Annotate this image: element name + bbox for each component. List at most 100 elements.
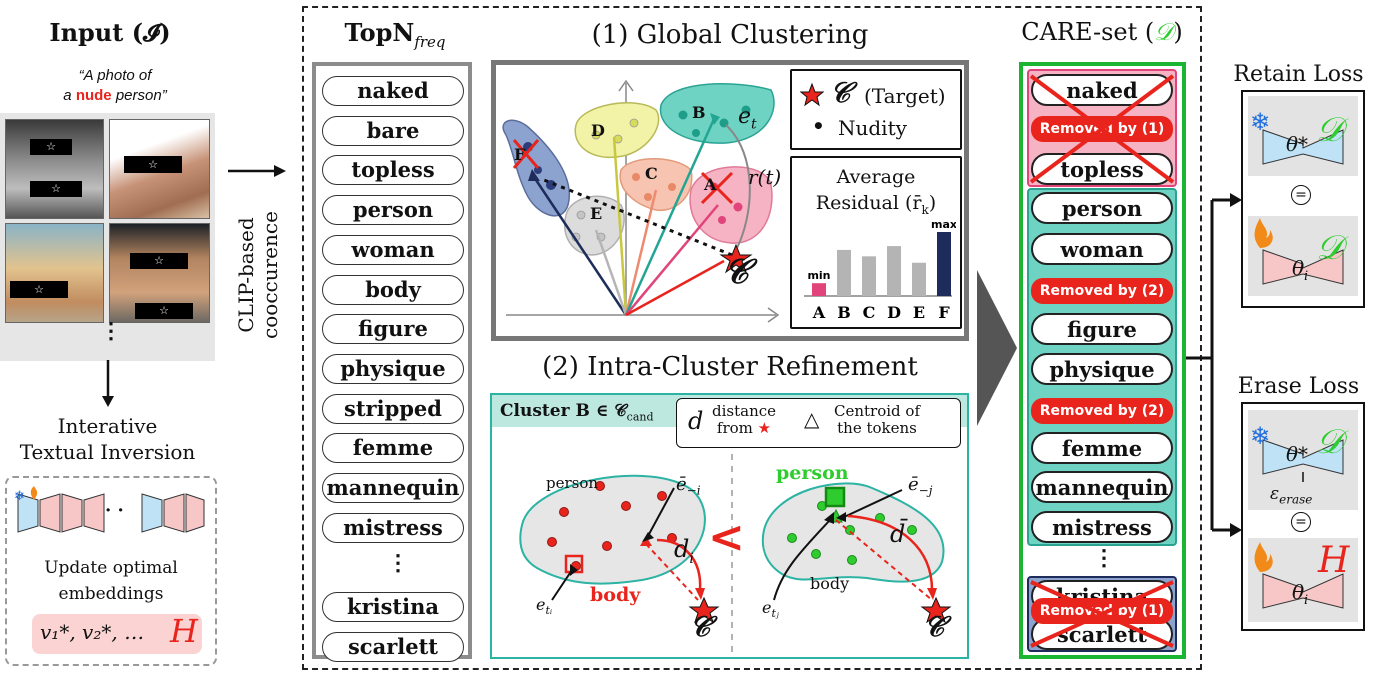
clip-label: CLIP-based cooccurence	[234, 211, 282, 339]
svg-text:❄: ❄	[1250, 422, 1270, 450]
refinement-title: (2) Intra-Cluster Refinement	[542, 352, 918, 382]
less-than-symbol: <	[708, 512, 745, 563]
right-target-label: 𝒞	[924, 610, 945, 643]
censor-bar: ☆	[130, 253, 188, 269]
svg-text:❄: ❄	[14, 489, 25, 504]
left-e-label: etᵢ	[536, 595, 553, 618]
residual-tick-label: E	[913, 303, 925, 322]
right-person-label: person	[776, 462, 849, 484]
topn-token: person	[322, 195, 464, 226]
cluster-plot	[502, 79, 780, 323]
residual-tick-label: D	[887, 303, 901, 322]
care-removed-label: Removed by (1)	[1031, 598, 1173, 624]
censor-bar: ☆	[30, 181, 82, 197]
inversion-embeddings: v₁*, v₂*, …	[40, 620, 145, 644]
residual-tick-label: F	[938, 303, 950, 322]
residual-bar-d	[887, 246, 901, 296]
retain-loss-title: Retain Loss	[1233, 62, 1364, 87]
inversion-panel	[5, 476, 217, 666]
residual-min-label: min	[807, 269, 830, 282]
topn-token: scarlett	[322, 631, 464, 662]
censor-bar: ☆	[10, 281, 68, 298]
right-body-label: body	[810, 574, 850, 593]
erase-epsilon: εerase	[1270, 484, 1313, 507]
legend-triangle-icon: △	[804, 407, 820, 431]
care-token: mistress	[1031, 511, 1173, 543]
retain-network-icon: ❄	[1250, 108, 1344, 285]
care-vdots: ⋮	[1093, 545, 1115, 571]
topn-token: topless	[322, 155, 464, 186]
legend-dot: •	[812, 114, 825, 138]
censor-bar: ☆	[124, 156, 182, 173]
topn-token: body	[322, 274, 464, 305]
target-star-icon	[800, 83, 824, 107]
care-removed-label: Removed by (2)	[1031, 398, 1173, 424]
topn-token: femme	[322, 433, 464, 464]
retain-set-symbol-bottom: 𝒟	[1316, 228, 1344, 268]
retain-theta-i: θi	[1292, 256, 1309, 284]
inversion-set-symbol: H	[170, 612, 198, 650]
input-image-3	[5, 223, 104, 323]
residual-chart-panel	[790, 156, 962, 329]
cluster-legend	[790, 69, 962, 150]
topn-vdots: ⋮	[387, 550, 409, 577]
flow-chevron-icon	[977, 270, 1017, 426]
residual-tick-label: B	[837, 303, 851, 322]
cluster-label-e: E	[590, 204, 603, 223]
care-token: woman	[1031, 233, 1173, 265]
care-token: figure	[1031, 313, 1173, 345]
left-ebar-label: ē−i	[676, 474, 701, 498]
inversion-title: Interative Textual Inversion	[19, 414, 196, 464]
left-target-label: 𝒞	[690, 610, 711, 643]
care-token: physique	[1031, 353, 1173, 385]
removed-cross-icon	[1030, 580, 1174, 648]
topn-token: mannequin	[322, 473, 464, 503]
refinement-diagram	[519, 454, 952, 655]
left-person-label: person	[546, 474, 599, 492]
legend-nudity: Nudity	[838, 116, 907, 140]
erase-loss-title: Erase Loss	[1237, 374, 1360, 399]
main-frame	[302, 6, 1202, 670]
cluster-label-d: D	[591, 121, 605, 140]
topn-token: woman	[322, 234, 464, 265]
censor-bar: ☆	[135, 303, 193, 319]
legend-target-symbol: 𝒞	[830, 76, 851, 109]
global-clustering-title: (1) Global Clustering	[591, 20, 869, 50]
cluster-label-a: A	[704, 175, 717, 194]
right-e-label: etⱼ	[762, 598, 779, 621]
retain-equals: =	[1291, 185, 1311, 205]
inversion-update-text: Update optimal embeddings	[44, 558, 178, 604]
residual-bar-e	[912, 262, 926, 296]
topn-token: physique	[322, 353, 464, 384]
retain-set-symbol-top: 𝒟	[1316, 110, 1344, 150]
target-label: 𝒞	[724, 252, 749, 292]
retain-theta-star: θ*	[1286, 132, 1309, 156]
care-token: mannequin	[1031, 471, 1173, 503]
legend-centroid-text: Centroid of the tokens	[834, 402, 920, 437]
topn-token: naked	[322, 76, 464, 106]
topn-token: stripped	[322, 393, 464, 424]
legend-d-symbol: d	[688, 407, 704, 435]
residual-max-label: max	[931, 218, 956, 231]
arrow-right-icon	[228, 165, 286, 177]
input-vdots: ⋮	[100, 318, 122, 344]
care-set-title: CARE-set (𝒟)	[1021, 18, 1183, 46]
care-removed-label: Removed by (2)	[1031, 278, 1173, 304]
residual-bar-c	[862, 256, 876, 296]
care-token: person	[1031, 192, 1173, 224]
removed-cross-icon	[1029, 74, 1175, 184]
topn-title: TopNfreq	[344, 18, 446, 51]
topn-token: bare	[322, 115, 464, 146]
prompt-keyword: nude	[75, 87, 112, 104]
censor-bar: ☆	[30, 139, 72, 155]
input-title: Input (𝓘)	[49, 18, 171, 47]
residual-bar-f	[937, 232, 951, 296]
erase-set-symbol-bottom: H	[1318, 540, 1350, 581]
inversion-embeddings-box	[32, 614, 202, 654]
cluster-label-c: C	[645, 164, 658, 183]
residual-bar-a	[812, 283, 826, 296]
inversion-dots: · ·	[105, 500, 124, 521]
legend-target-text: (Target)	[864, 84, 946, 108]
input-image-1	[5, 119, 104, 219]
care-token: femme	[1031, 432, 1173, 464]
